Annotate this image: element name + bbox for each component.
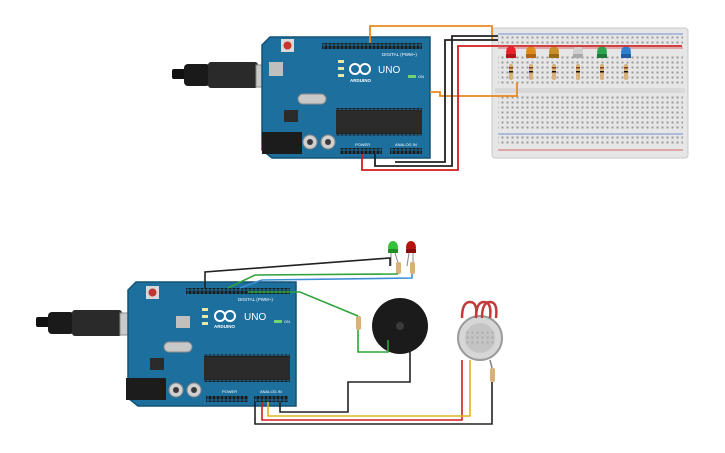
power-header-label: POWER [222,389,237,394]
led-red-top [506,46,516,80]
wire-red-sensor [261,360,463,421]
wire-yellow-sensor [267,360,471,417]
buzzer [356,298,428,354]
wire-orange-return [430,82,518,97]
digital-header-label: DIGITAL (PWM~) [382,52,417,57]
arduino-uno-top: DIGITAL (PWM~) UNO ARDUINO ON [261,36,431,159]
analog-header-label: ANALOG IN [260,389,282,394]
power-header [206,396,248,402]
wire-green-buzzer [248,291,359,317]
resistor [356,316,361,330]
led-blue-top [621,46,631,80]
power-header [340,148,382,154]
digital-header [186,288,290,294]
board-model: UNO [378,65,400,76]
led-green-top [597,46,607,80]
led-green-bottom [388,241,400,267]
digital-header-label: DIGITAL (PWM~) [238,297,273,302]
wire-black-gnd-top [374,35,498,167]
board-brand: ARDUINO [214,324,235,329]
board-model: UNO [244,312,266,323]
wire-green-buzzer-return [357,330,389,353]
breadboard-top [491,27,689,159]
wires-top [361,25,682,171]
gas-sensor [457,300,503,382]
power-header-label: POWER [355,142,370,147]
arduino-logo [214,310,236,322]
wires-bottom [204,257,493,425]
wire-green-led [227,273,399,289]
wire-blue-led [239,274,413,289]
wire-black-led [204,257,391,288]
digital-header [322,43,422,49]
wire-black-top [395,39,498,163]
top-circuit: DIGITAL (PWM~) UNO ARDUINO ON [172,25,689,171]
power-jack [126,378,166,400]
board-brand: ARDUINO [350,78,371,83]
analog-header-label: ANALOG IN [395,142,417,147]
bottom-circuit: DIGITAL (PWM~) UNO ARDUINO ON [36,241,503,425]
resistor [490,368,495,382]
wire-black-buzzer [279,350,411,413]
analog-header [390,148,422,154]
arduino-uno-bottom: DIGITAL (PWM~) UNO ARDUINO ON [126,281,297,407]
arduino-logo [349,63,371,75]
on-label: ON [284,319,290,324]
resistor [396,262,401,274]
on-label: ON [418,74,424,79]
led-red-bottom [406,241,416,267]
analog-header [254,396,288,402]
microcontroller-chip [204,356,290,380]
power-jack [262,132,302,154]
led-amber-top [549,46,559,80]
led-orange-top [526,46,536,80]
led-white-top [573,46,583,80]
wire-black-sensor [254,382,493,425]
resistor [410,262,415,274]
led-array-top [506,46,631,80]
led-pair-bottom [388,241,416,274]
microcontroller-chip [336,110,422,134]
